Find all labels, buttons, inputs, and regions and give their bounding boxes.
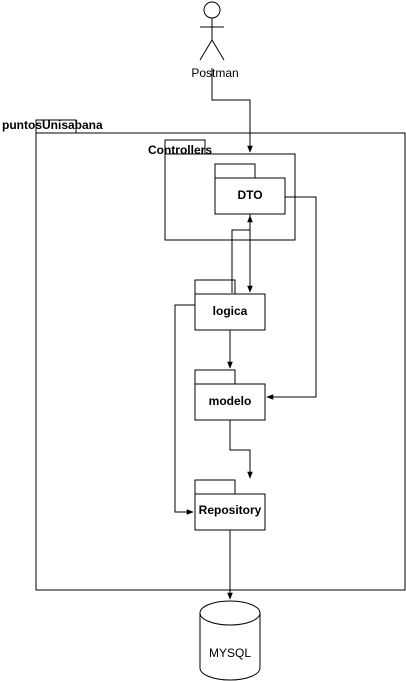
controllers-label: Controllers	[148, 143, 212, 157]
modelo-label: modelo	[209, 394, 252, 408]
dto-package	[214, 163, 286, 215]
dto-label: DTO	[237, 188, 262, 202]
database-label: MYSQL	[209, 646, 251, 660]
logica-package	[194, 279, 266, 331]
repository-label: Repository	[199, 503, 262, 517]
postman-actor	[199, 1, 225, 61]
repository-package	[194, 479, 266, 531]
dto-to-modelo-arrow	[266, 196, 317, 400]
postman-to-controllers-arrow	[211, 68, 253, 153]
mysql-database	[199, 600, 261, 681]
logica-to-repository-arrow	[174, 304, 195, 515]
modelo-package	[194, 369, 266, 421]
logica-label: logica	[213, 304, 248, 318]
system-label: puntosUnisabana	[2, 118, 103, 132]
actor-label: Postman	[191, 66, 238, 80]
modelo-to-repository-arrow	[229, 420, 253, 479]
